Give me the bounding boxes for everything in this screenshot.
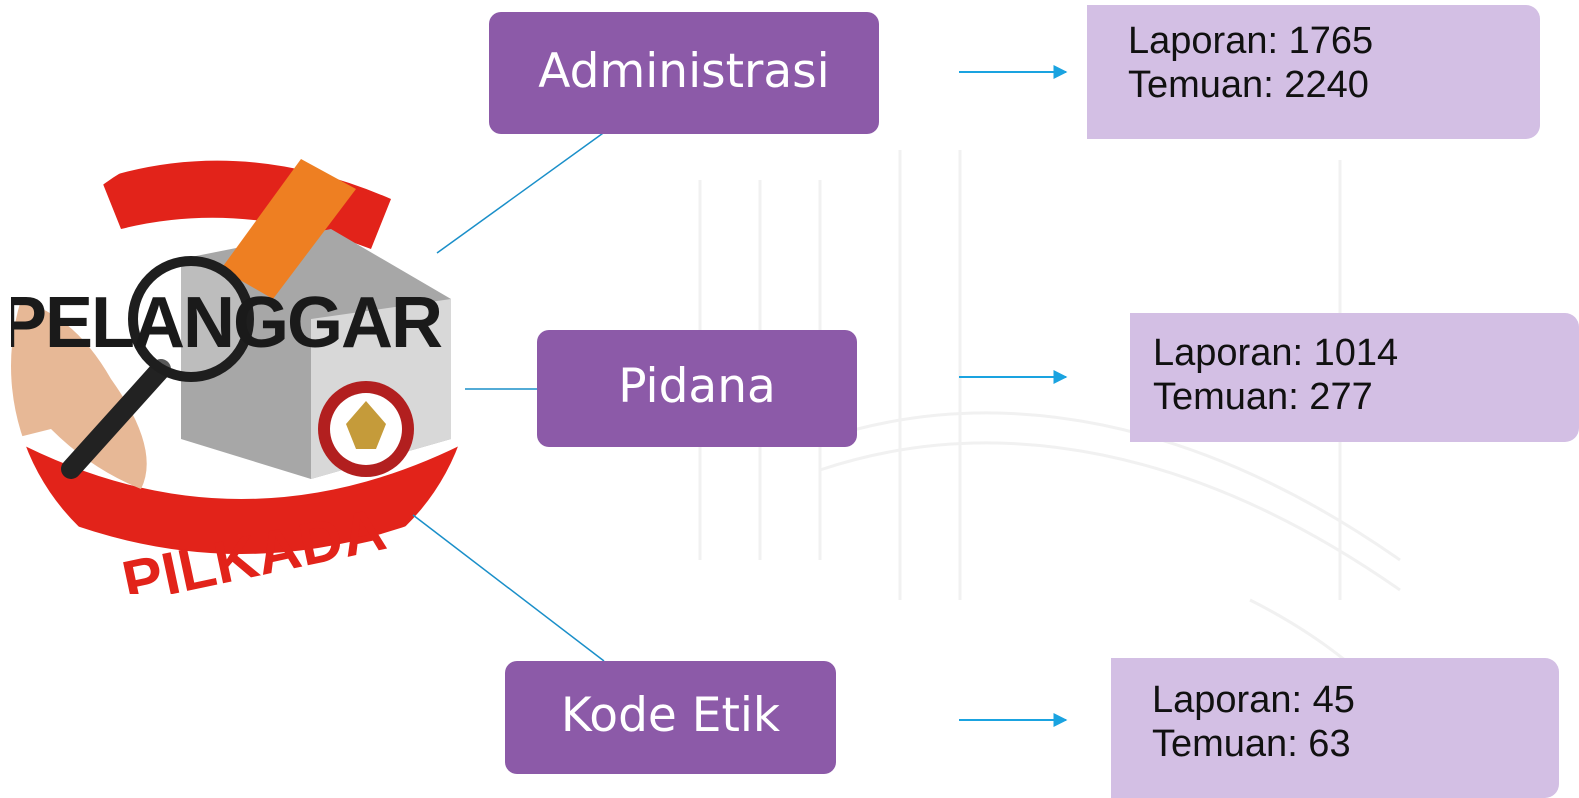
- category-administrasi-box: Administrasi: [489, 12, 879, 134]
- category-pidana-label: Pidana: [618, 359, 776, 414]
- stats-pidana-box: Laporan: 1014 Temuan: 277: [1130, 313, 1579, 442]
- category-pidana-box: Pidana: [537, 330, 857, 447]
- category-kode-etik-label: Kode Etik: [560, 688, 781, 743]
- stats-administrasi-laporan: Laporan: 1765: [1128, 20, 1374, 62]
- stats-administrasi-temuan: Temuan: 2240: [1128, 64, 1369, 106]
- pelanggaran-pilkada-logo-icon: [11, 139, 473, 593]
- stats-administrasi-box: Laporan: 1765 Temuan: 2240: [1087, 5, 1540, 139]
- logo-text-layer: PELANGGAR PILKADA: [11, 283, 444, 594]
- category-kode-etik-box: Kode Etik: [505, 661, 836, 774]
- stats-kode-etik-box: Laporan: 45 Temuan: 63: [1111, 658, 1559, 798]
- stats-kode-etik-temuan: Temuan: 63: [1152, 723, 1351, 765]
- stats-kode-etik-laporan: Laporan: 45: [1152, 679, 1355, 721]
- logo-top-text: PELANGGAR: [11, 283, 442, 363]
- connector-kode-etik: [412, 514, 605, 662]
- logo: [11, 139, 473, 594]
- stats-pidana-laporan: Laporan: 1014: [1153, 332, 1399, 374]
- category-administrasi-label: Administrasi: [538, 43, 830, 99]
- stats-pidana-temuan: Temuan: 277: [1153, 376, 1373, 418]
- connector-administrasi: [436, 130, 607, 254]
